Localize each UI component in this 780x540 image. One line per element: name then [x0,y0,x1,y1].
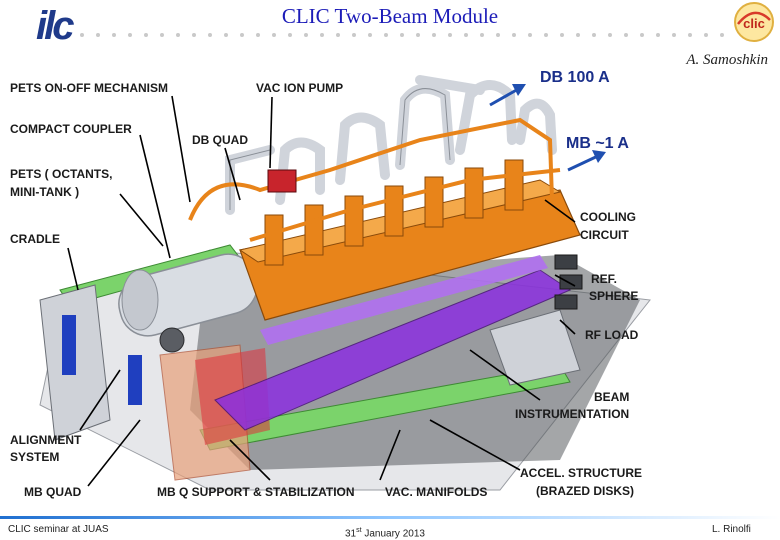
label-beam-inst-line1: BEAM [594,390,630,404]
label-pets-line2: MINI-TANK ) [10,185,80,199]
leader-mb-quad [87,419,141,487]
rf-loads [554,254,583,310]
pets-tank-end [121,269,159,331]
label-rf-load: RF LOAD [585,328,639,342]
leader-alignment [79,369,121,431]
footer-author: L. Rinolfi [712,524,751,535]
label-alignment-line1: ALIGNMENT [10,433,82,447]
orange-cooling-tubes [188,117,561,242]
label-ref-line1: REF. [591,272,618,286]
label-ref-line2: SPHERE [589,289,639,303]
label-alignment-line2: SYSTEM [10,450,60,464]
leader-mbq-support [229,439,271,481]
label-compact-coupler: COMPACT COUPLER [10,122,132,136]
ilc-logo-text: ilc [36,4,75,48]
footer-date: 31st January 2013 [345,527,425,539]
header-dotted-line [80,33,724,37]
beam-arrows [489,84,606,172]
purple-accelerator-structure [214,269,572,431]
label-beam-inst-line2: INSTRUMENTATION [515,407,630,421]
leader-beam-instr [469,349,541,401]
leader-vac-ion-pump [269,96,273,169]
label-cooling-line2: CIRCUIT [580,228,629,242]
label-db-quad: DB QUAD [192,133,248,147]
purple-accelerator-top [260,255,548,345]
footer-date-day: 31 [345,528,357,540]
leader-accel [429,419,521,471]
leader-ref-sphere [554,274,576,287]
right-support-stand [489,309,581,386]
slide-title: CLIC Two-Beam Module [281,4,499,28]
bpm-wheel [159,327,185,353]
footer-bar [0,516,780,519]
label-mb-quad: MB QUAD [24,485,82,499]
clic-logo-text: clic [743,16,765,31]
label-vac-manifolds: VAC. MANIFOLDS [385,485,488,499]
label-mbq-support: MB Q SUPPORT & STABILIZATION [157,485,355,499]
callout-leader-lines [67,95,576,487]
blue-actuator-2 [128,355,142,405]
label-pets-line1: PETS ( OCTANTS, [10,167,113,181]
leader-compact-coupler [139,134,171,259]
leader-cradle [67,247,79,291]
leader-vac-manifolds [379,429,401,481]
label-cooling-line1: COOLING [580,210,636,224]
label-accel-line1: ACCEL. STRUCTURE [520,466,642,480]
footer-date-suffix: st [356,527,362,534]
leader-db-quad [224,147,241,201]
label-accel-line2: (BRAZED DISKS) [536,484,634,498]
leader-cooling [544,199,576,223]
mb-beam-label: MB ~1 A [566,135,629,152]
db-beam-label: DB 100 A [540,69,610,86]
label-vac-ion-pump: VAC ION PUMP [256,81,344,95]
vacuum-pipes-outline [229,88,451,210]
leader-pets [119,193,164,247]
label-pets-on-off-mechanism: PETS ON-OFF MECHANISM [10,81,168,95]
blue-actuator [62,315,76,375]
leader-pets-onoff [171,95,191,203]
clic-logo: clic [734,2,774,42]
ilc-logo: ilc [36,4,76,48]
label-cradle: CRADLE [10,232,60,246]
vac-ion-pump [267,169,297,193]
footer-date-rest: January 2013 [361,528,425,540]
author-credit: A. Samoshkin [686,52,768,68]
footer-seminar: CLIC seminar at JUAS [8,524,109,535]
leader-rf-load [559,319,576,335]
